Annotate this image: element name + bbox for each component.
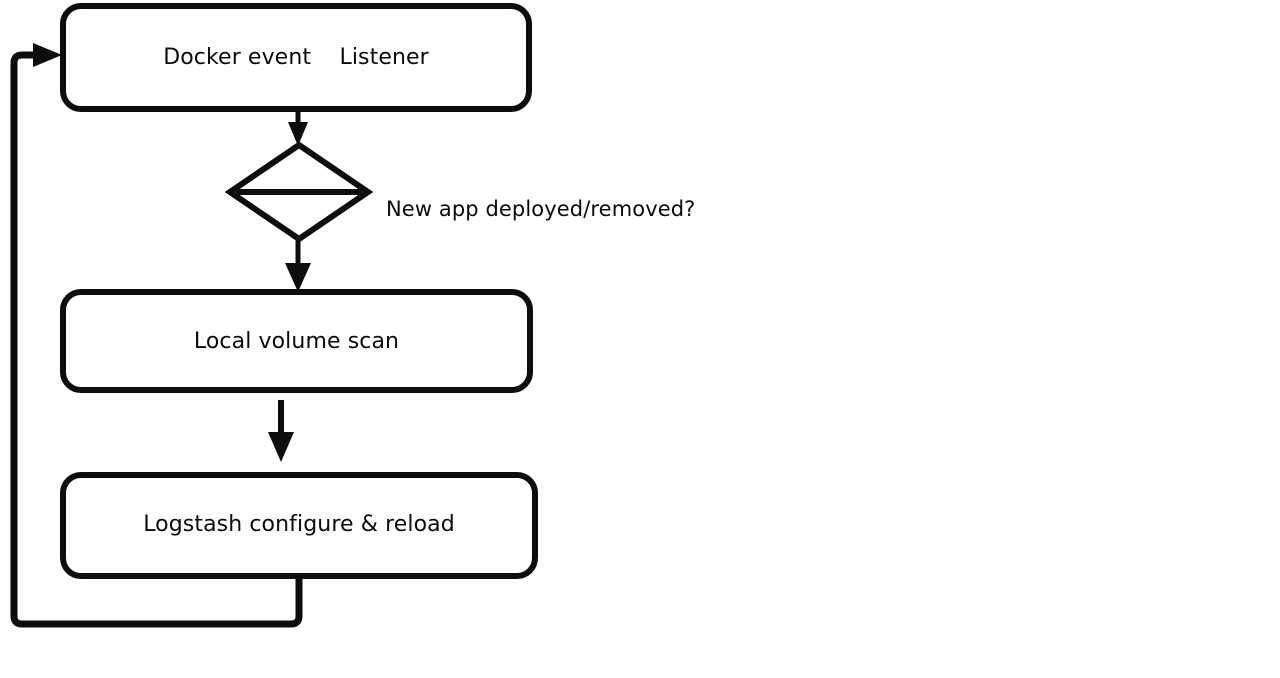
edge-scan-to-logstash	[268, 400, 294, 462]
node-docker-event-listener-label: Docker event Listener	[163, 45, 429, 70]
node-logstash-configure-reload-label: Logstash configure & reload	[143, 512, 455, 537]
edge-decision-to-scan	[285, 239, 311, 292]
node-local-volume-scan-shape[interactable]	[60, 289, 533, 393]
edge-listener-to-decision	[288, 109, 308, 146]
edge-decision-condition-label: New app deployed/removed?	[386, 197, 696, 221]
edge-logstash-loopback-to-listener	[10, 43, 303, 628]
node-local-volume-scan-label: Local volume scan	[193, 329, 400, 354]
